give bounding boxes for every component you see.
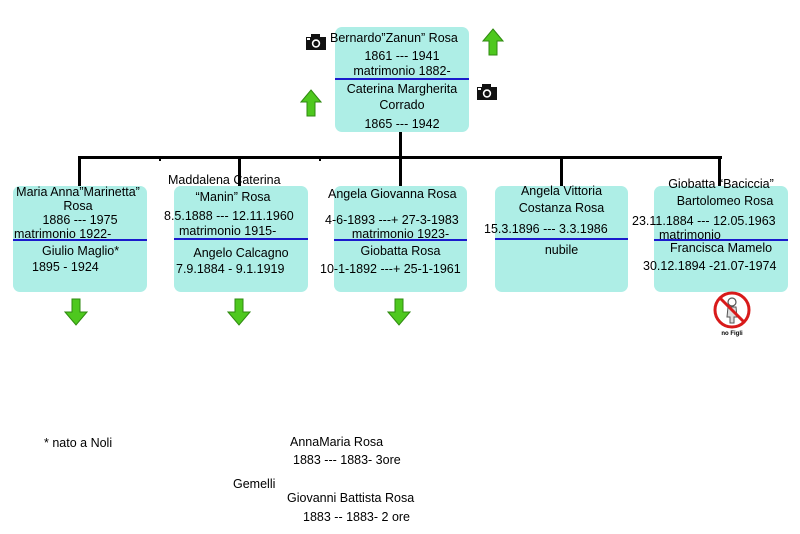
child-2-marriage: matrimonio 1915-: [179, 224, 277, 238]
child-1-marriage: matrimonio 1922-: [14, 227, 112, 241]
child-4-dates: 15.3.1896 --- 3.3.1986: [484, 222, 608, 236]
child-5-spouse-dates: 30.12.1894 -21.07-1974: [643, 259, 777, 273]
root-wife-name-line2: Corrado: [379, 98, 425, 112]
child-3-divider: [334, 239, 467, 241]
child-connector-3: [399, 156, 402, 186]
twin-2-dates: 1883 -- 1883- 2 ore: [303, 510, 411, 524]
camera-icon[interactable]: [305, 33, 327, 51]
child-5-name-line1: Giobatta “Baciccia”: [668, 177, 774, 191]
child-4-name-line1: Angela Vittoria: [520, 184, 603, 198]
child-1-spouse: Giulio Maglio*: [42, 244, 120, 258]
root-divider: [335, 78, 469, 80]
child-5-dates: 23.11.1884 --- 12.05.1963: [632, 214, 776, 228]
no-children-label: no Figli: [721, 331, 743, 337]
child-3-dates: 4-6-1893 ---+ 27-3-1983: [325, 213, 459, 227]
child-1-name-line2: Rosa: [63, 199, 93, 213]
child-2-name-line2: “Manin” Rosa: [195, 190, 271, 204]
child-connector-2: [238, 156, 241, 186]
root-marriage: matrimonio 1882-: [353, 64, 451, 78]
child-5-divider: [654, 239, 788, 241]
child-5-spouse: Francisca Mamelo: [669, 241, 773, 255]
child-5-name-line2: Bartolomeo Rosa: [676, 194, 774, 208]
sibling-bar-tick: [159, 156, 161, 161]
child-1-name-line1: Maria Anna”Marinetta”: [16, 185, 140, 199]
child-1-spouse-dates: 1895 - 1924: [32, 260, 99, 274]
no-children-icon: [713, 291, 751, 329]
arrow-down-icon[interactable]: [227, 298, 251, 326]
child-connector-4: [560, 156, 563, 186]
no-children-badge: no Figli: [710, 290, 754, 342]
child-2-spouse: Angelo Calcagno: [193, 246, 289, 260]
child-2-divider: [174, 238, 308, 240]
root-husband-name: Bernardo”Zanun” Rosa: [330, 31, 458, 45]
arrow-down-icon[interactable]: [64, 298, 88, 326]
child-4-status: nubile: [544, 243, 579, 257]
child-3-spouse-dates: 10-1-1892 ---+ 25-1-1961: [320, 262, 461, 276]
sibling-bar-tick: [319, 156, 321, 161]
child-1-divider: [13, 239, 147, 241]
arrow-down-icon[interactable]: [387, 298, 411, 326]
child-2-dates: 8.5.1888 --- 12.11.1960: [164, 209, 294, 223]
twins-label: Gemelli: [233, 477, 276, 491]
twin-2-name: Giovanni Battista Rosa: [287, 491, 415, 505]
root-husband-dates: 1861 --- 1941: [364, 49, 440, 63]
camera-icon[interactable]: [476, 83, 498, 101]
arrow-up-icon[interactable]: [300, 89, 322, 117]
twin-1-name: AnnaMaria Rosa: [290, 435, 384, 449]
root-connector: [399, 132, 402, 158]
child-3-name: Angela Giovanna Rosa: [328, 187, 457, 201]
child-connector-5: [718, 156, 721, 186]
child-connector-1: [78, 156, 81, 186]
child-3-marriage: matrimonio 1923-: [351, 227, 450, 241]
child-1-dates: 1886 --- 1975: [42, 213, 118, 227]
root-wife-name-line1: Caterina Margherita: [346, 82, 458, 96]
child-5-marriage: matrimonio: [659, 228, 721, 242]
child-4-divider: [495, 238, 628, 240]
child-2-spouse-dates: 7.9.1884 - 9.1.1919: [176, 262, 285, 276]
child-4-name-line2: Costanza Rosa: [518, 201, 605, 215]
child-3-spouse: Giobatta Rosa: [360, 244, 441, 258]
arrow-up-icon[interactable]: [482, 28, 504, 56]
root-wife-dates: 1865 --- 1942: [364, 117, 440, 131]
child-2-name-line1: Maddalena Caterina: [168, 173, 281, 187]
twin-1-dates: 1883 --- 1883- 3ore: [293, 453, 401, 467]
footnote: * nato a Noli: [44, 436, 113, 450]
